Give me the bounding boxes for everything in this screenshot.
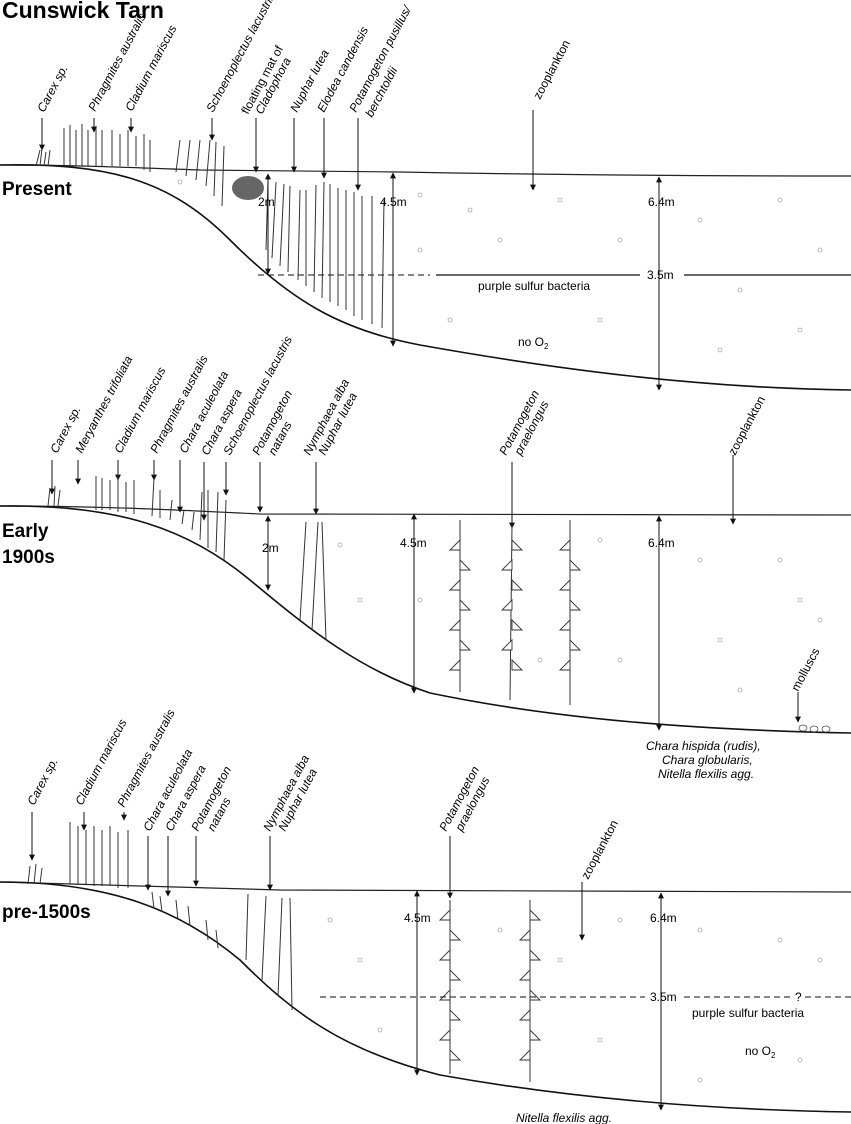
period-label-present: Present xyxy=(2,179,72,200)
zooplankton-dots xyxy=(337,537,823,693)
depth-label: 2m xyxy=(258,195,275,209)
lake-bottom-pre xyxy=(0,881,851,1113)
period-label-pre-1500s: pre-1500s xyxy=(2,902,91,923)
bottom-flora-label: Nitella flexilis agg. xyxy=(658,767,754,781)
littoral-vegetation xyxy=(47,476,571,705)
bottom-flora-label: Nitella flexilis agg. xyxy=(516,1111,612,1124)
period-label-early: 1900s xyxy=(2,547,55,568)
potamogeton-praelongus-plants xyxy=(448,538,582,671)
lake-bottom-present xyxy=(0,164,851,391)
diagram-title: Cunswick Tarn xyxy=(2,0,164,23)
littoral-vegetation xyxy=(27,822,531,1082)
potamogeton-praelongus-plants xyxy=(438,908,542,1061)
emergent-vegetation xyxy=(35,124,385,329)
depth-label: 3.5m xyxy=(650,990,677,1004)
zooplankton-dots xyxy=(327,917,823,1083)
anoxia-label: no O2 xyxy=(745,1044,776,1060)
water-surface-early xyxy=(0,505,851,516)
species-label: Carex sp. xyxy=(24,755,60,807)
depth-label: 2m xyxy=(262,541,279,555)
cladophora-mat-icon xyxy=(232,176,264,200)
species-label: zooplankton xyxy=(578,818,621,882)
species-label: zooplankton xyxy=(725,394,768,458)
species-label: Carex sp. xyxy=(34,62,70,114)
depth-label: 4.5m xyxy=(404,911,431,925)
panel-present: Present Carex sp. Phragmites australis C… xyxy=(0,0,851,391)
depth-label: 4.5m xyxy=(400,536,427,550)
depth-label: 4.5m xyxy=(380,195,407,209)
mollusc-shells-icon xyxy=(798,724,831,733)
depth-label: 6.4m xyxy=(648,536,675,550)
panel-early-1900s: Early 1900s Carex sp. Meryanthes trifoli… xyxy=(0,334,851,781)
period-label-early: Early xyxy=(2,521,49,542)
anoxia-label: no O2 xyxy=(518,335,549,351)
species-label: zooplankton xyxy=(530,38,573,102)
uncertainty-mark: ? xyxy=(795,990,802,1004)
water-surface-present xyxy=(0,164,851,177)
molluscs-label: molluscs xyxy=(788,646,822,694)
bacteria-label: purple sulfur bacteria xyxy=(692,1006,804,1020)
depth-label: 6.4m xyxy=(648,195,675,209)
depth-label: 6.4m xyxy=(650,911,677,925)
depth-label: 3.5m xyxy=(647,268,674,282)
lake-bottom-early xyxy=(0,505,851,734)
zooplankton-dots xyxy=(177,179,823,353)
bacteria-label: purple sulfur bacteria xyxy=(478,279,590,293)
bottom-flora-label: Chara globularis, xyxy=(662,753,753,767)
bottom-flora-label: Chara hispida (rudis), xyxy=(646,739,761,753)
